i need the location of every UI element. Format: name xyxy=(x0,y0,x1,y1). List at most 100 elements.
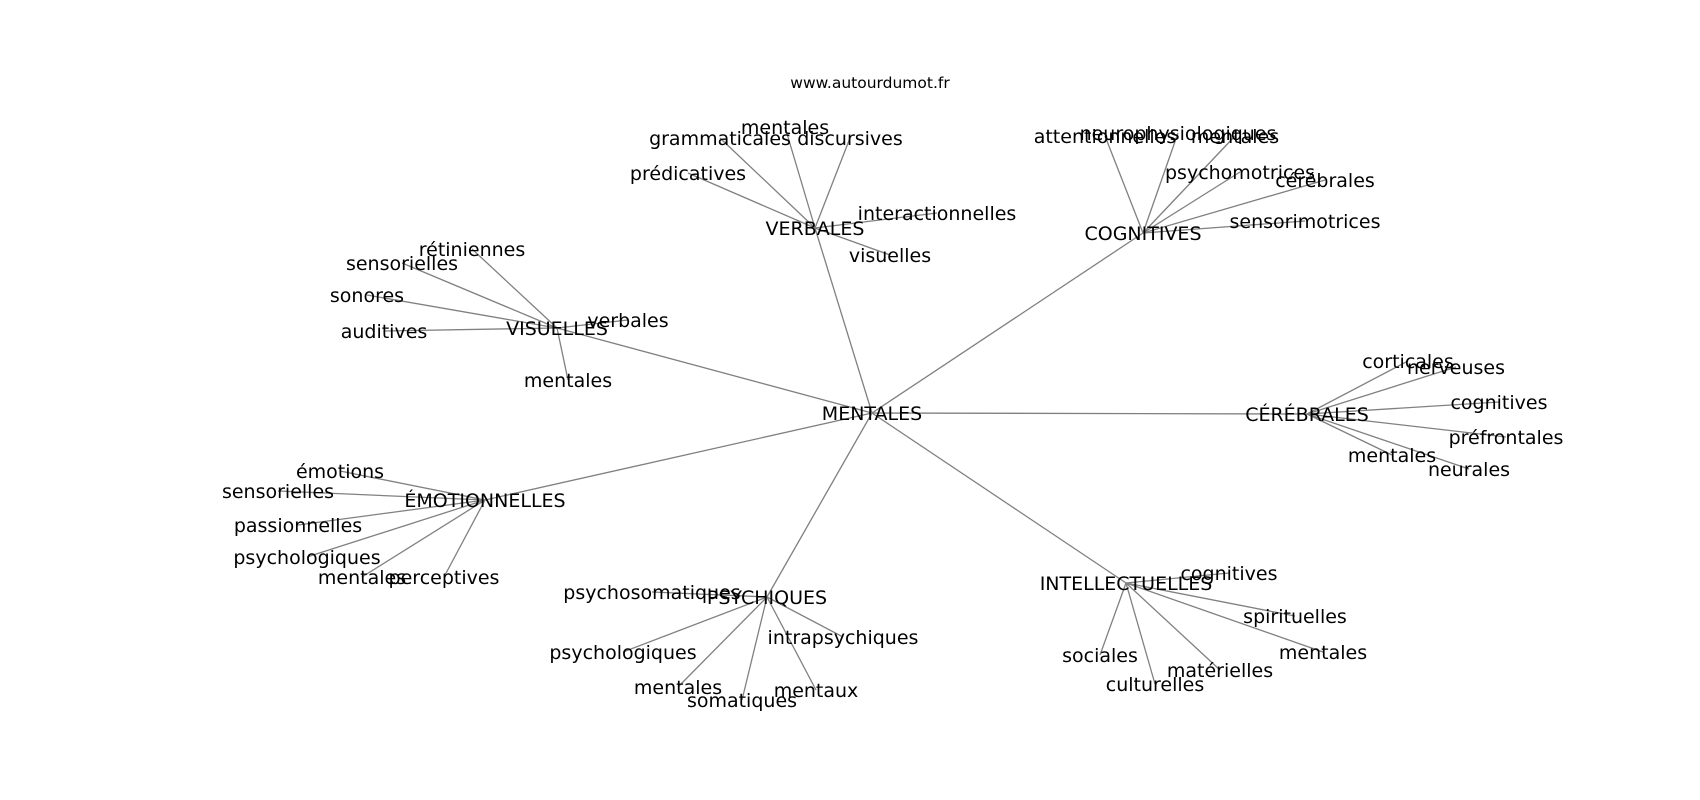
edge-cognitives-mentales xyxy=(1142,135,1236,234)
edge-visuelles-verbales xyxy=(556,319,629,329)
leaf-node-intellectuelles-sociales: sociales xyxy=(1062,645,1138,667)
edge-center-cerebrales xyxy=(871,412,1308,415)
edge-center-intellectuelles xyxy=(871,412,1127,584)
edge-psychiques-psychologiques xyxy=(622,596,768,653)
leaf-node-intellectuelles-cognitives: cognitives xyxy=(1180,563,1277,585)
edge-center-emotionnelles xyxy=(484,412,873,501)
edge-visuelles-retiniennes xyxy=(471,248,558,329)
edge-intellectuelles-spirituelles xyxy=(1125,582,1296,617)
edge-cognitives-sensorimotrices xyxy=(1142,220,1306,234)
edge-emotionnelles-psychologiques xyxy=(306,499,486,558)
leaf-node-cerebrales-nerveuses: nerveuses xyxy=(1407,357,1505,379)
leaf-node-visuelles-mentales: mentales xyxy=(524,370,612,392)
edge-intellectuelles-culturelles xyxy=(1125,582,1156,685)
leaf-node-cerebrales-corticales: corticales xyxy=(1362,351,1454,373)
leaf-node-intellectuelles-spirituelles: spirituelles xyxy=(1243,606,1347,628)
leaf-node-cerebrales-mentales: mentales xyxy=(1348,445,1436,467)
center-node-label: MENTALES xyxy=(822,403,922,425)
hub-node-emotionnelles: ÉMOTIONNELLES xyxy=(404,489,565,512)
edge-intellectuelles-mentales xyxy=(1125,582,1324,653)
leaf-node-cognitives-psychomotrices: psychomotrices xyxy=(1165,162,1315,184)
leaf-node-visuelles-retiniennes: rétiniennes xyxy=(419,239,526,261)
edge-center-visuelles xyxy=(556,327,873,414)
leaf-node-cognitives-neurophysiologiques: neurophysiologiques xyxy=(1080,123,1277,145)
edge-verbales-predicatives xyxy=(687,172,816,229)
leaf-node-cognitives-mentales: mentales xyxy=(1191,126,1279,148)
leaf-node-cerebrales-neurales: neurales xyxy=(1428,459,1510,481)
graph-labels: www.autourdumot.fr MENTALESVERBALESmenta… xyxy=(222,74,1563,712)
edge-visuelles-sensorielles xyxy=(401,262,558,329)
edge-center-verbales xyxy=(814,227,873,414)
leaf-node-psychiques-intrapsychiques: intrapsychiques xyxy=(768,627,919,649)
edge-psychiques-somatiques xyxy=(741,596,768,701)
leaf-node-cerebrales-cognitives: cognitives xyxy=(1450,392,1547,414)
leaf-node-visuelles-verbales: verbales xyxy=(587,310,668,332)
edge-cerebrales-neurales xyxy=(1306,413,1470,470)
edge-cerebrales-mentales xyxy=(1306,413,1393,456)
leaf-node-cognitives-attentionnelles: attentionnelles xyxy=(1034,126,1177,148)
leaf-node-visuelles-sonores: sonores xyxy=(330,285,404,307)
leaf-node-emotionnelles-emotions: émotions xyxy=(296,461,384,483)
leaf-node-verbales-grammaticales: grammaticales xyxy=(649,128,791,150)
edge-psychiques-mentales xyxy=(677,596,768,688)
leaf-node-intellectuelles-materielles: matérielles xyxy=(1167,660,1273,682)
edge-verbales-discursives xyxy=(814,137,851,229)
hub-node-verbales: VERBALES xyxy=(766,218,865,240)
edge-emotionnelles-passionnelles xyxy=(297,499,486,526)
edge-verbales-interactionnelles xyxy=(814,212,938,229)
edge-psychiques-mentaux xyxy=(766,596,817,691)
edge-cognitives-cerebrales xyxy=(1142,179,1326,234)
edge-cognitives-psychomotrices xyxy=(1142,171,1241,234)
edge-verbales-grammaticales xyxy=(719,137,816,229)
leaf-node-psychiques-psychologiques: psychologiques xyxy=(549,642,696,664)
leaf-node-psychiques-mentaux: mentaux xyxy=(774,680,859,702)
edge-center-cognitives xyxy=(871,232,1144,414)
leaf-node-psychiques-somatiques: somatiques xyxy=(687,690,797,712)
leaf-node-verbales-visuelles: visuelles xyxy=(849,245,931,267)
hub-node-cerebrales: CÉRÉBRALES xyxy=(1245,403,1369,426)
leaf-node-verbales-mentales: mentales xyxy=(741,117,829,139)
hub-node-cognitives: COGNITIVES xyxy=(1084,223,1201,245)
leaf-node-cognitives-sensorimotrices: sensorimotrices xyxy=(1230,211,1381,233)
edge-cerebrales-nerveuses xyxy=(1306,366,1457,415)
edge-visuelles-sonores xyxy=(366,294,558,329)
hub-node-intellectuelles: INTELLECTUELLES xyxy=(1040,573,1213,595)
edge-intellectuelles-materielles xyxy=(1125,582,1221,671)
leaf-node-emotionnelles-mentales: mentales xyxy=(318,567,406,589)
edge-psychiques-psychosomatiques xyxy=(651,591,768,598)
edge-visuelles-auditives xyxy=(383,327,558,332)
edge-cognitives-attentionnelles xyxy=(1104,135,1144,234)
edge-center-psychiques xyxy=(766,412,873,598)
hub-node-psychiques: PSYCHIQUES xyxy=(707,587,827,609)
edge-emotionnelles-sensorielles xyxy=(277,490,486,501)
edge-verbales-visuelles xyxy=(814,227,891,256)
leaf-node-emotionnelles-sensorielles: sensorielles xyxy=(222,481,334,503)
leaf-node-intellectuelles-culturelles: culturelles xyxy=(1106,674,1205,696)
leaf-node-emotionnelles-passionnelles: passionnelles xyxy=(234,515,362,537)
edge-emotionnelles-emotions xyxy=(339,470,486,501)
leaf-node-verbales-discursives: discursives xyxy=(797,128,903,150)
leaf-node-psychiques-mentales: mentales xyxy=(634,677,722,699)
edge-intellectuelles-cognitives xyxy=(1125,572,1230,584)
leaf-node-intellectuelles-mentales: mentales xyxy=(1279,642,1367,664)
leaf-node-cerebrales-prefrontales: préfrontales xyxy=(1449,427,1564,449)
leaf-node-emotionnelles-psychologiques: psychologiques xyxy=(233,547,380,569)
leaf-node-verbales-interactionnelles: interactionnelles xyxy=(858,203,1017,225)
edge-psychiques-intrapsychiques xyxy=(766,596,844,638)
leaf-node-verbales-predicatives: prédicatives xyxy=(630,163,746,185)
leaf-node-cognitives-cerebrales: cérébrales xyxy=(1275,170,1375,192)
edge-intellectuelles-sociales xyxy=(1099,582,1127,656)
edge-verbales-mentales xyxy=(784,126,816,229)
hub-node-visuelles: VISUELLES xyxy=(506,318,608,340)
leaf-node-psychiques-psychosomatiques: psychosomatiques xyxy=(563,582,740,604)
edge-cerebrales-prefrontales xyxy=(1306,413,1507,438)
leaf-node-visuelles-auditives: auditives xyxy=(341,321,428,343)
edge-cerebrales-corticales xyxy=(1306,360,1409,415)
edge-cognitives-neurophysiologiques xyxy=(1142,132,1179,234)
leaf-node-visuelles-sensorielles: sensorielles xyxy=(346,253,458,275)
edge-emotionnelles-mentales xyxy=(361,499,486,578)
edge-emotionnelles-perceptives xyxy=(443,499,486,578)
edge-visuelles-mentales xyxy=(556,327,569,381)
graph-edges xyxy=(277,126,1507,701)
